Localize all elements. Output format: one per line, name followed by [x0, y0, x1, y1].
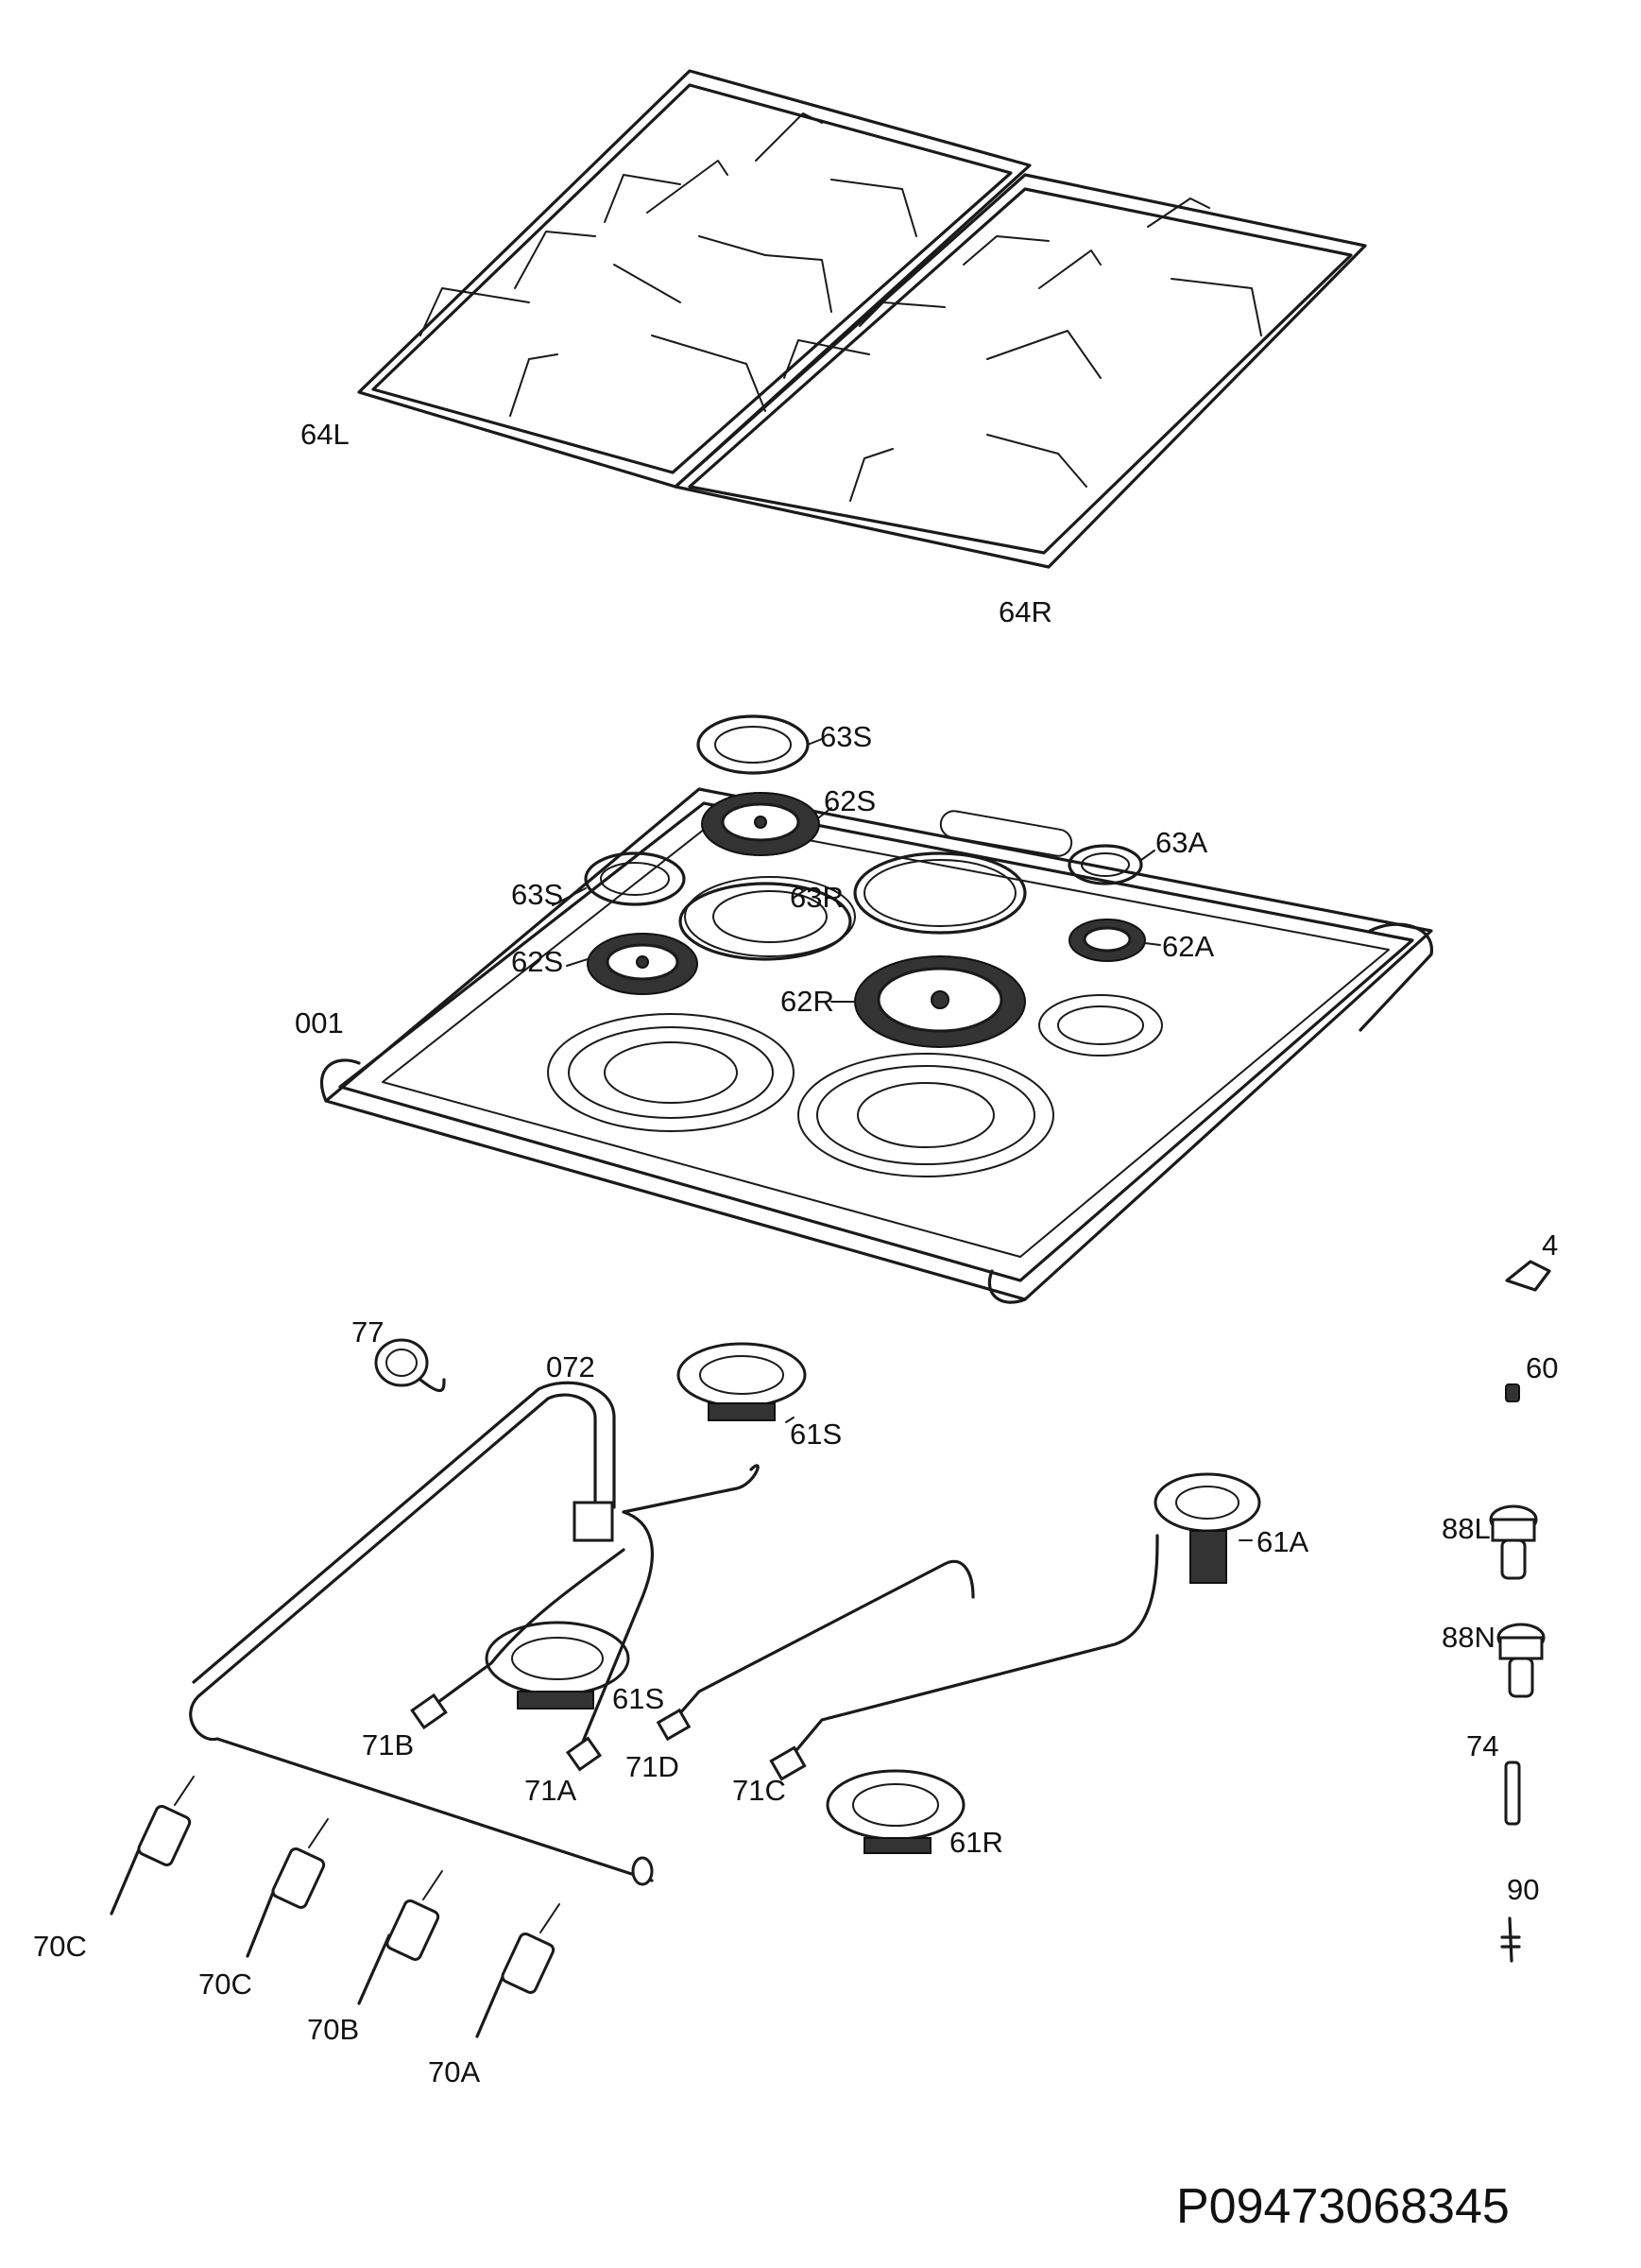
label-64L: 64L: [300, 418, 350, 451]
label-90: 90: [1507, 1873, 1539, 1906]
label-001: 001: [295, 1006, 344, 1040]
label-71A: 71A: [524, 1774, 576, 1807]
label-63S-top: 63S: [820, 720, 872, 753]
gas-tube-71D: [656, 1559, 975, 1742]
burner-cap-63R: [678, 882, 852, 961]
label-072: 072: [546, 1350, 595, 1383]
label-74: 74: [1466, 1729, 1498, 1762]
label-88N: 88N: [1442, 1621, 1496, 1654]
label-70B: 70B: [307, 2013, 359, 2046]
burner-crown-62R: [830, 955, 1026, 1048]
pan-support-right: [674, 173, 1367, 569]
burner-crown-62S-top: [701, 792, 832, 856]
burner-cap-63A: [1068, 844, 1155, 885]
pan-support-left: [357, 69, 1032, 489]
gas-manifold-pipe: [189, 1381, 654, 1886]
part-74-thermocouple: [1504, 1761, 1521, 1826]
gas-tube-71A: [565, 1464, 760, 1772]
burner-base-61R: [826, 1769, 966, 1854]
label-62S-top: 62S: [824, 784, 876, 817]
gas-tube-71B: [410, 1548, 625, 1730]
label-63S-mid: 63S: [511, 878, 563, 911]
gas-tube-71C: [769, 1534, 1159, 1781]
burner-cap-63S-mid: [552, 851, 686, 906]
burner-crown-62S-mid: [566, 933, 698, 995]
label-71D: 71D: [625, 1750, 679, 1783]
label-71C: 71C: [732, 1774, 786, 1807]
label-88L: 88L: [1442, 1512, 1491, 1545]
part-88N-connector: [1496, 1623, 1546, 1698]
part-90-spark-plug: [1500, 1916, 1521, 1963]
label-61S-top: 61S: [790, 1418, 842, 1451]
burner-cap-63S-top: [696, 714, 823, 775]
gas-tap-70C-2: [246, 1818, 329, 1958]
gas-tap-70C-1: [110, 1776, 195, 1916]
part-4-clip: [1505, 1260, 1551, 1292]
label-61R: 61R: [949, 1826, 1003, 1859]
part-60-nut: [1505, 1383, 1520, 1402]
label-60: 60: [1526, 1351, 1558, 1384]
gas-tap-70A: [475, 1903, 560, 2038]
label-62R: 62R: [780, 985, 834, 1018]
label-70C-1: 70C: [33, 1930, 87, 1963]
label-70C-2: 70C: [198, 1967, 252, 2001]
part-77-elbow: [374, 1338, 446, 1393]
label-70A: 70A: [428, 2055, 480, 2088]
part-88L-connector: [1489, 1504, 1538, 1580]
label-4: 4: [1542, 1228, 1558, 1262]
burner-base-61S-mid: [485, 1621, 630, 1710]
burner-base-61A: [1154, 1472, 1261, 1584]
label-77: 77: [351, 1315, 384, 1349]
drawing-code: P09473068345: [1176, 2179, 1510, 2234]
hob-top-plate: [319, 787, 1433, 1304]
label-61A: 61A: [1256, 1525, 1308, 1558]
label-71B: 71B: [362, 1728, 414, 1761]
gas-tap-70B: [357, 1870, 443, 2005]
burner-base-61S-top: [676, 1342, 807, 1423]
label-61S-mid: 61S: [612, 1682, 664, 1715]
label-64R: 64R: [999, 595, 1052, 628]
label-62A: 62A: [1162, 930, 1214, 963]
label-63A: 63A: [1155, 826, 1207, 859]
label-63R: 63R: [790, 881, 844, 914]
label-62S-mid: 62S: [511, 945, 563, 978]
burner-crown-62A: [1068, 919, 1161, 962]
